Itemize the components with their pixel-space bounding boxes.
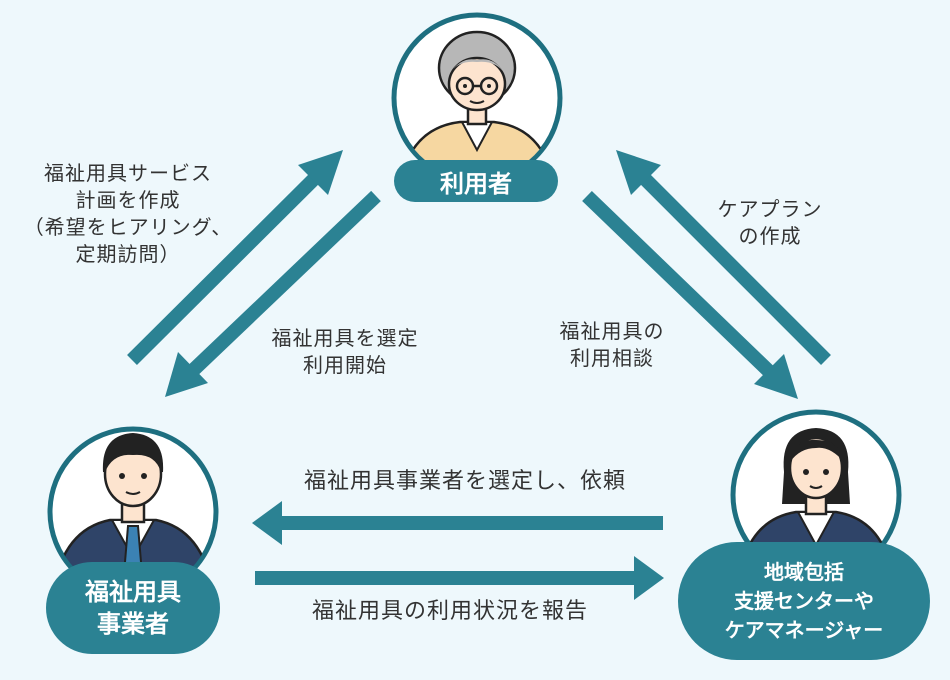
arrow-user-to-provider — [165, 190, 381, 397]
arrow-user-to-care-manager — [582, 190, 798, 399]
provider-label: 福祉用具 事業者 — [46, 562, 220, 654]
arrow-provider-to-user — [127, 150, 343, 365]
consult-line2: 利用相談 — [570, 346, 654, 370]
user-label-text: 利用者 — [440, 169, 512, 198]
service-plan-label: 福祉用具サービス 計画を作成 （希望をヒアリング、 定期訪問） — [8, 160, 248, 268]
care-plan-label: ケアプラン の作成 — [690, 196, 850, 250]
consult-label: 福祉用具の 利用相談 — [522, 318, 702, 372]
provider-label-line1: 福祉用具 — [85, 578, 181, 606]
care-manager-label-line1: 地域包括 — [764, 559, 844, 584]
care-manager-label-line3: ケアマネージャー — [724, 617, 884, 642]
arrow-care-manager-to-user — [616, 150, 831, 365]
select-start-line2: 利用開始 — [303, 353, 387, 377]
care-manager-label: 地域包括 支援センターや ケアマネージャー — [678, 542, 930, 660]
care-plan-line1: ケアプラン — [717, 197, 823, 221]
service-plan-line3: （希望をヒアリング、 — [23, 215, 233, 239]
consult-line1: 福祉用具の — [559, 319, 665, 343]
select-start-line1: 福祉用具を選定 — [271, 326, 419, 350]
request-label: 福祉用具事業者を選定し、依頼 — [303, 469, 626, 494]
provider-label-line2: 事業者 — [97, 610, 169, 638]
user-label: 利用者 — [394, 160, 558, 202]
report-label: 福祉用具の利用状況を報告 — [311, 599, 588, 624]
arrow-care-manager-to-provider — [252, 501, 663, 545]
service-plan-line1: 福祉用具サービス — [44, 161, 212, 185]
service-plan-line2: 計画を作成 — [75, 188, 181, 212]
service-plan-line4: 定期訪問） — [75, 242, 181, 266]
arrow-provider-to-care-manager — [255, 556, 664, 600]
care-manager-label-line2: 支援センターや — [734, 588, 874, 613]
select-start-label: 福祉用具を選定 利用開始 — [245, 325, 445, 379]
care-plan-line2: の作成 — [738, 224, 802, 248]
